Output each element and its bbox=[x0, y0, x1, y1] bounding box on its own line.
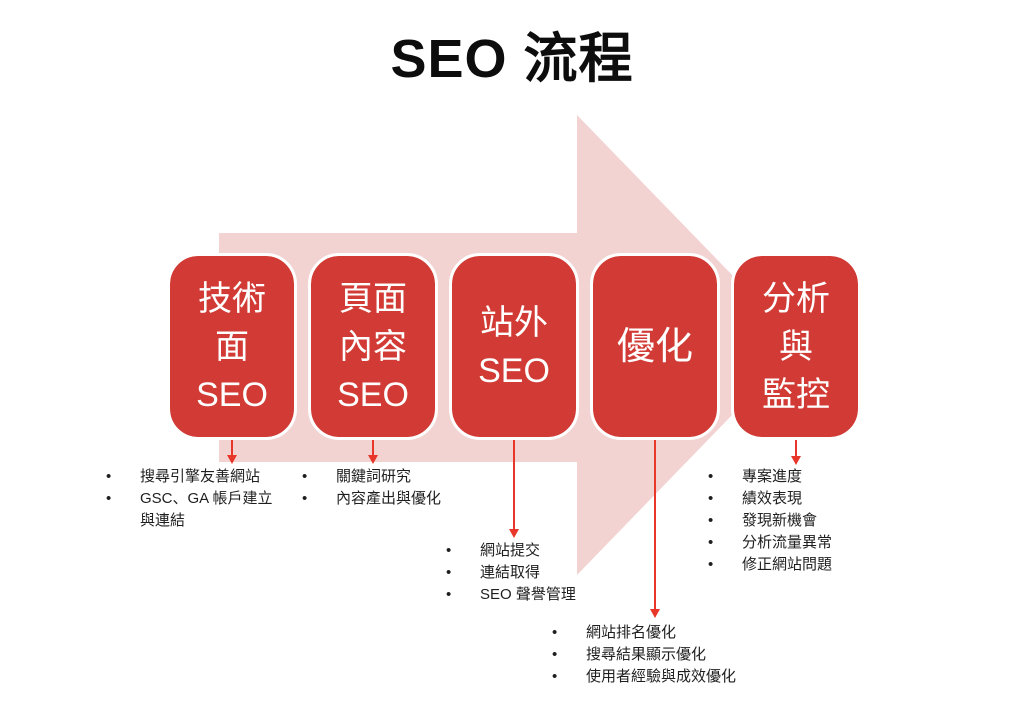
down-arrow-icon bbox=[650, 437, 660, 618]
stage-label-line: SEO bbox=[478, 351, 550, 390]
list-item: 關鍵詞研究 bbox=[296, 466, 481, 488]
stage-label-line: 優化 bbox=[616, 325, 693, 368]
stage-label-line: 技術 bbox=[198, 279, 266, 318]
list-item: SEO 聲譽管理 bbox=[440, 584, 635, 606]
list-item: 搜尋結果顯示優化 bbox=[546, 644, 791, 666]
detail-list-technical-seo: 搜尋引擎友善網站 GSC、GA 帳戶建立與連結 bbox=[100, 466, 285, 532]
stage-label-line: 站外 bbox=[480, 303, 548, 342]
list-item: GSC、GA 帳戶建立與連結 bbox=[100, 488, 285, 532]
list-item: 網站排名優化 bbox=[546, 622, 791, 644]
detail-list-offsite-seo: 網站提交 連結取得 SEO 聲譽管理 bbox=[440, 540, 635, 606]
stage-label-line: SEO bbox=[337, 375, 409, 414]
stage-box-offsite-seo: 站外 SEO bbox=[449, 253, 579, 440]
stage-label-line: 監控 bbox=[762, 375, 830, 414]
page-title: SEO 流程 bbox=[390, 29, 634, 89]
down-arrow-icon bbox=[368, 437, 378, 464]
stage-label-line: 面 bbox=[215, 327, 249, 366]
stage-label-line: 與 bbox=[779, 327, 813, 366]
detail-list-analysis-monitoring: 專案進度 績效表現 發現新機會 分析流量異常 修正網站問題 bbox=[702, 466, 892, 576]
down-arrow-icon bbox=[791, 437, 801, 465]
stage-box-analysis-monitoring: 分析 與 監控 bbox=[731, 253, 861, 440]
list-item: 發現新機會 bbox=[702, 510, 892, 532]
stage-box-onpage-content-seo: 頁面 內容 SEO bbox=[308, 253, 438, 440]
down-arrow-icon bbox=[227, 437, 237, 464]
list-item: 連結取得 bbox=[440, 562, 635, 584]
detail-list-onpage-content-seo: 關鍵詞研究 內容產出與優化 bbox=[296, 466, 481, 510]
list-item: 內容產出與優化 bbox=[296, 488, 481, 510]
detail-list-optimization: 網站排名優化 搜尋結果顯示優化 使用者經驗與成效優化 bbox=[546, 622, 791, 688]
list-item: 修正網站問題 bbox=[702, 554, 892, 576]
list-item: 績效表現 bbox=[702, 488, 892, 510]
down-arrow-icon bbox=[509, 437, 519, 538]
stage-box-optimization: 優化 bbox=[590, 253, 720, 440]
list-item: 專案進度 bbox=[702, 466, 892, 488]
list-item: 網站提交 bbox=[440, 540, 635, 562]
stage-label-line: 分析 bbox=[762, 279, 830, 318]
list-item: 分析流量異常 bbox=[702, 532, 892, 554]
stage-box-technical-seo: 技術 面 SEO bbox=[167, 253, 297, 440]
stage-label-line: SEO bbox=[196, 375, 268, 414]
stage-label-line: 頁面 bbox=[339, 279, 407, 318]
list-item: 使用者經驗與成效優化 bbox=[546, 666, 791, 688]
list-item: 搜尋引擎友善網站 bbox=[100, 466, 285, 488]
stage-label-line: 內容 bbox=[339, 327, 407, 366]
